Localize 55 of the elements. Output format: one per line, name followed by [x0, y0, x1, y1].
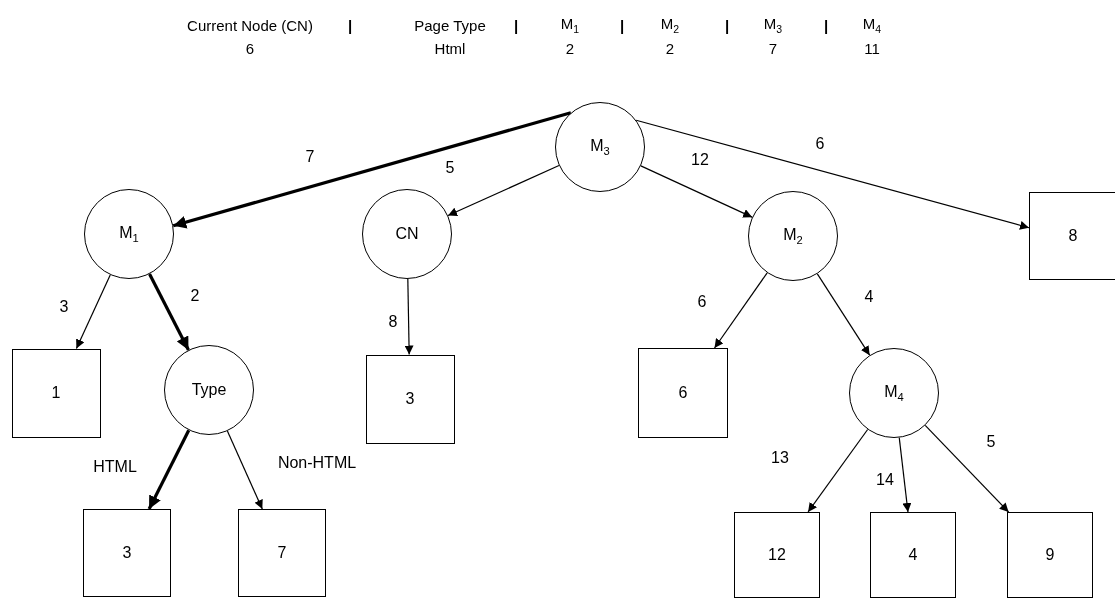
arrow: [807, 428, 869, 513]
leaf-box: [870, 512, 956, 598]
node-label: 6: [678, 384, 688, 402]
node-label: 3: [405, 390, 415, 408]
node-label: CN: [395, 225, 419, 243]
column-header: M$_{1}$: [560, 15, 580, 35]
arrow: [635, 119, 1030, 230]
column-header: M$_{4}$: [862, 15, 882, 35]
node-label: M$_{1}$: [119, 223, 139, 245]
arrow: [75, 274, 111, 350]
table-value: Html: [434, 39, 466, 57]
arrow: [924, 424, 1010, 513]
arrow: [147, 429, 191, 510]
arrow: [226, 430, 263, 510]
table-value: 2: [565, 39, 575, 57]
node-label: M$_{2}$: [783, 225, 803, 247]
node-label: 1: [51, 384, 61, 402]
node-label: 3: [122, 544, 132, 562]
column-header: Page Type: [414, 16, 486, 34]
arrow: [447, 164, 560, 217]
leaf-box: [11, 348, 101, 438]
leaf-box: [83, 509, 171, 597]
arrow: [172, 111, 572, 229]
node-label: 12: [768, 546, 786, 564]
leaf-box: [1007, 512, 1093, 598]
separator: |: [347, 16, 353, 34]
node-label: 9: [1045, 546, 1055, 564]
column-header: M$_{2}$: [660, 15, 680, 35]
column-header: M$_{3}$: [763, 15, 783, 35]
leaf-box: [638, 348, 728, 438]
arrow: [404, 278, 414, 356]
leaf-box: [1029, 192, 1115, 280]
arrow: [640, 165, 753, 218]
node-label: 4: [908, 546, 918, 564]
arrow: [148, 273, 190, 351]
separator: |: [619, 16, 625, 34]
arrow: [713, 272, 768, 349]
table-value: 6: [245, 39, 255, 57]
arrow: [898, 437, 912, 513]
node-label: Type: [191, 381, 227, 399]
separator: |: [513, 16, 519, 34]
table-value: 7: [768, 39, 778, 57]
leaf-box: [365, 354, 455, 444]
leaf-box: [238, 509, 326, 597]
node-label: 8: [1068, 227, 1078, 245]
arrow: [816, 273, 871, 356]
table-value: 11: [864, 39, 880, 57]
table-value: 2: [665, 39, 675, 57]
node-label: M$_{4}$: [884, 382, 904, 404]
column-header: Current Node (CN): [187, 16, 313, 34]
node-label: M$_{3}$: [590, 136, 610, 158]
separator: |: [823, 16, 829, 34]
separator: |: [724, 16, 730, 34]
node-label: 7: [277, 544, 287, 562]
leaf-box: [734, 512, 820, 598]
